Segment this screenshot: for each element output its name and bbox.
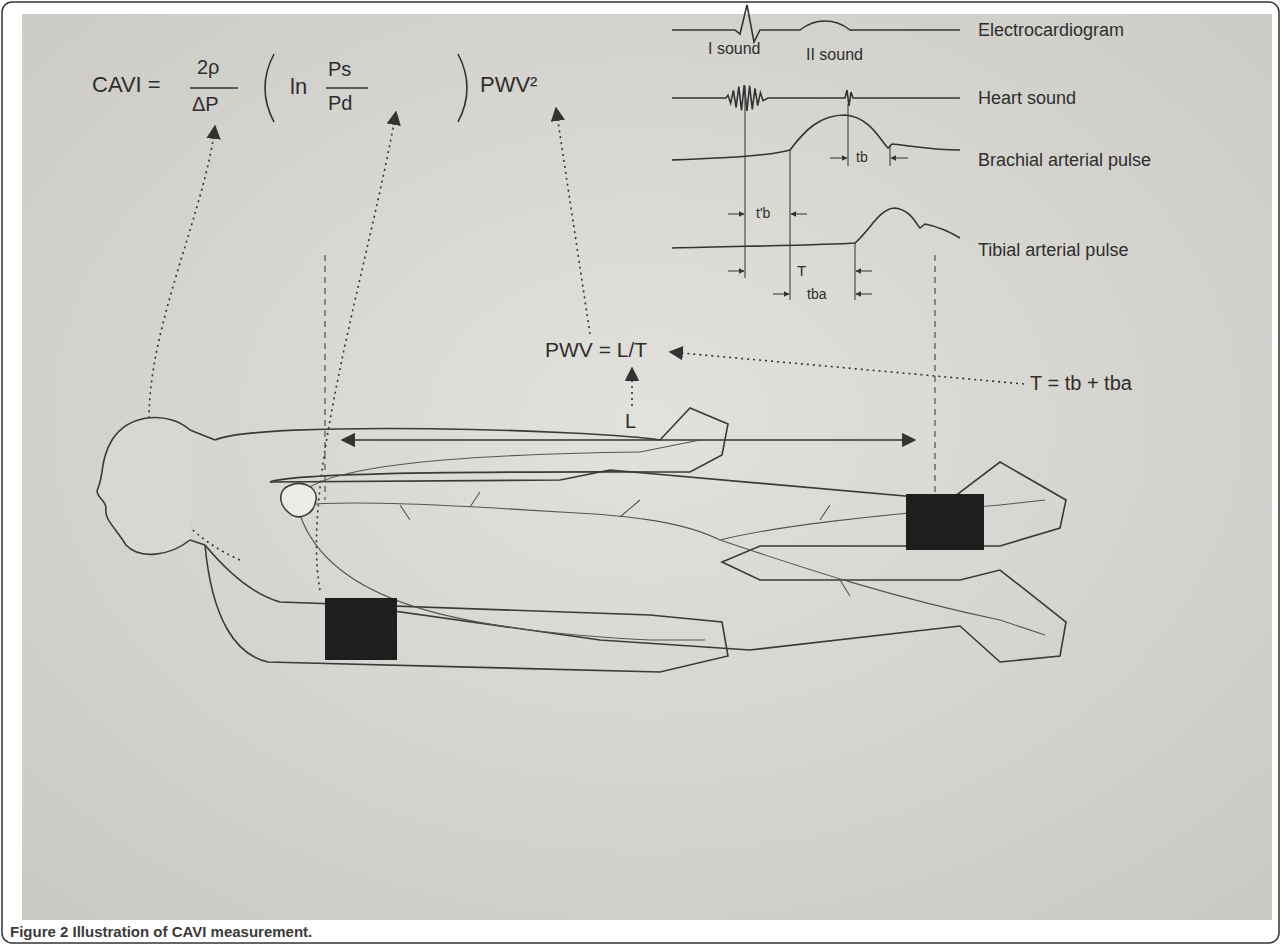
formula-text: CAVI = [92, 72, 161, 97]
interval-label: tb [856, 149, 868, 165]
dashed-guide [325, 255, 326, 500]
signal-name: Heart sound [978, 88, 1076, 109]
distance-arrow [342, 439, 915, 441]
formula-text: ΔP [192, 93, 219, 116]
timing-line [745, 86, 746, 278]
heart-sound-wave [672, 85, 960, 111]
signal-name: Tibial arterial pulse [978, 240, 1128, 261]
dotted-arrow [631, 368, 633, 406]
signal-name: Brachial arterial pulse [978, 150, 1151, 171]
interval-arrow [791, 214, 807, 215]
figure-caption: Figure 2 Illustration of CAVI measuremen… [10, 923, 312, 940]
dashed-guide [935, 255, 936, 500]
interval-label: t'b [756, 205, 770, 221]
formula-text: PWV = L/T [545, 338, 647, 362]
sound-label: I sound [708, 40, 760, 58]
fraction-bar [326, 87, 368, 89]
distance-label: L [625, 410, 636, 433]
heart [281, 484, 316, 517]
brachial-pulse-wave [672, 115, 960, 160]
arm-cuff [325, 598, 397, 660]
signal-name: Electrocardiogram [978, 20, 1124, 41]
human-figure [97, 408, 1066, 672]
formula-text: T = tb + tba [1030, 372, 1132, 395]
interval-label: T [797, 262, 806, 279]
fraction-bar [190, 87, 238, 89]
timing-line [790, 150, 791, 300]
heart-sound-trace [672, 85, 960, 111]
timing-line [890, 146, 891, 166]
formula-text: Pd [328, 92, 352, 115]
interval-arrow [830, 158, 847, 159]
interval-arrow [773, 294, 789, 295]
dotted-arrow [670, 352, 1024, 384]
photo-ground [22, 14, 1272, 920]
bracket [265, 54, 274, 122]
sound-label: II sound [806, 46, 863, 64]
interval-label: tba [807, 286, 826, 302]
timing-line [848, 104, 849, 166]
bracket [458, 54, 467, 122]
formula-text: Ps [328, 58, 351, 81]
timing-line [855, 243, 856, 300]
ecg-wave [672, 5, 960, 42]
formula-text: ln [290, 74, 307, 99]
tibial-pulse-wave [672, 208, 960, 248]
interval-arrow [728, 214, 744, 215]
interval-arrow [728, 271, 744, 272]
ankle-cuff [906, 494, 984, 550]
interval-arrow [856, 271, 872, 272]
dotted-arrow [316, 112, 396, 590]
formula-text: 2ρ [197, 56, 220, 79]
interval-arrow [856, 294, 872, 295]
formula-text: PWV² [480, 72, 537, 97]
dotted-arrow [556, 108, 590, 334]
interval-arrow [891, 158, 908, 159]
